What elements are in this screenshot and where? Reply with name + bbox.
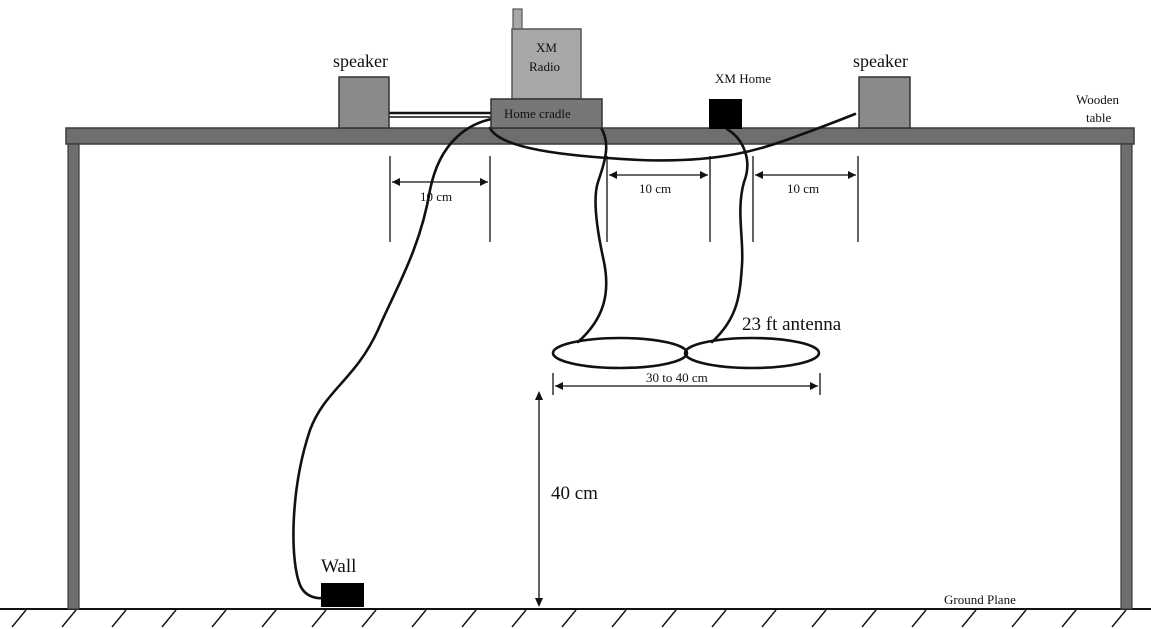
ground-hatch-mark xyxy=(661,609,677,628)
antenna-lead-left xyxy=(576,120,608,344)
ground-hatch-mark xyxy=(311,609,327,628)
ground-hatch-mark xyxy=(861,609,877,628)
radio-antenna-stub xyxy=(512,8,523,31)
home-cradle-label: Home cradle xyxy=(504,106,571,121)
ground-hatch-mark xyxy=(361,609,377,628)
table-leg-left xyxy=(67,143,80,610)
ground-plane xyxy=(0,608,1151,628)
xm-home-box xyxy=(709,99,742,129)
ground-hatch-mark xyxy=(261,609,277,628)
dim-mid-label: 10 cm xyxy=(639,181,671,196)
wall-power-cable xyxy=(292,116,499,600)
ground-hatch-mark xyxy=(561,609,577,628)
ground-hatch-mark xyxy=(711,609,727,628)
ground-hatch-mark xyxy=(511,609,527,628)
ground-hatch-mark xyxy=(411,609,427,628)
ground-hatch-mark xyxy=(461,609,477,628)
speaker-right-label: speaker xyxy=(853,51,908,71)
loop-span-label: 30 to 40 cm xyxy=(646,370,708,385)
radio-label-line1: XM xyxy=(536,40,557,55)
antenna-loop-left xyxy=(551,336,689,370)
radio-body xyxy=(511,28,582,100)
dim-left-label: 10 cm xyxy=(420,189,452,204)
table-label-line1: Wooden xyxy=(1076,92,1119,107)
wall-label: Wall xyxy=(321,556,356,577)
wooden-table xyxy=(65,127,1135,610)
ground-hatch-mark xyxy=(1061,609,1077,628)
ground-hatch-mark xyxy=(61,609,77,628)
table-top xyxy=(65,127,1135,145)
ground-hatch-mark xyxy=(11,609,27,628)
speaker-left-label: speaker xyxy=(333,51,388,71)
speaker-right xyxy=(858,76,911,129)
ground-hatch-mark xyxy=(811,609,827,628)
table-label-line2: table xyxy=(1086,110,1111,125)
height-label: 40 cm xyxy=(551,483,598,504)
ground-hatch-mark xyxy=(161,609,177,628)
ground-hatch-mark xyxy=(761,609,777,628)
ground-hatch-mark xyxy=(911,609,927,628)
ground-hatch-mark xyxy=(111,609,127,628)
speaker-cable-right xyxy=(488,112,857,162)
antenna-loop-right xyxy=(683,336,821,370)
ground-plane-label: Ground Plane xyxy=(944,592,1016,607)
radio-label-line2: Radio xyxy=(529,59,560,74)
xm-radio xyxy=(511,8,582,100)
speaker-left xyxy=(338,76,390,129)
ground-hatch-mark xyxy=(611,609,627,628)
table-leg-right xyxy=(1120,143,1133,610)
antenna-lead-right xyxy=(710,127,749,344)
xm-home-label: XM Home xyxy=(715,71,771,86)
ground-hatch-mark xyxy=(211,609,227,628)
ground-hatch-mark xyxy=(1011,609,1027,628)
antenna-label: 23 ft antenna xyxy=(742,314,842,335)
dimensions xyxy=(389,156,859,607)
dim-right-label: 10 cm xyxy=(787,181,819,196)
wall-outlet-box xyxy=(321,583,364,607)
home-cradle xyxy=(490,98,603,129)
ground-hatch-mark xyxy=(961,609,977,628)
cables xyxy=(292,111,857,600)
ground-hatch-mark xyxy=(1111,609,1127,628)
